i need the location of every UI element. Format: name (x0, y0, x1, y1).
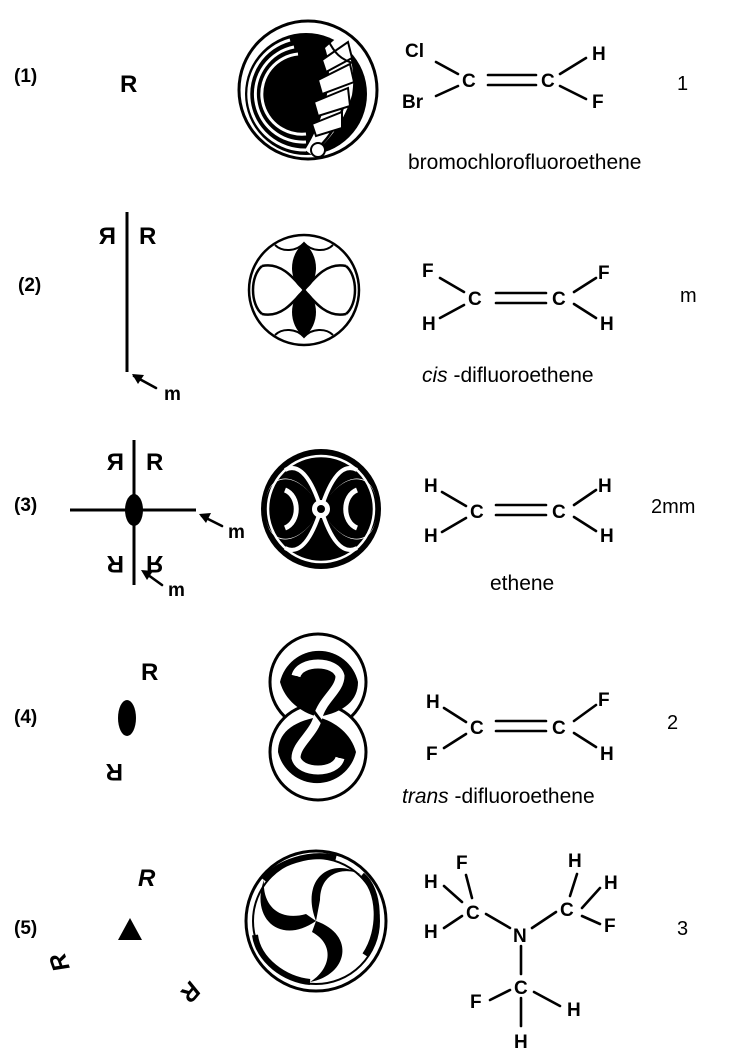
ornament-4 (268, 632, 368, 802)
mirror-label: m (168, 580, 185, 601)
atom-left-h2: H (424, 922, 438, 943)
ornament-3 (261, 449, 381, 569)
motif-r: R (141, 659, 158, 686)
symmetry-label: 3 (677, 918, 688, 940)
atom-n: N (513, 926, 527, 947)
atom-left-f: F (456, 853, 468, 874)
mirror-label: m (164, 384, 181, 405)
row-label: (5) (14, 918, 37, 939)
motif-r-rotated: R (106, 758, 123, 785)
atom-right-h1: H (568, 851, 582, 872)
atom-top-left: H (426, 692, 440, 713)
twofold-axis-symbol (125, 494, 143, 526)
row-3: (3) R R R R m m (14, 440, 695, 601)
atom-bottom-h1: H (567, 1000, 581, 1021)
row-4: (4) R R H F C C F H 2 (14, 632, 678, 808)
motif-r-mirrored-rotated: R (146, 550, 163, 577)
atom-bottom-left: Br (402, 92, 424, 113)
atom-right-c: C (552, 718, 566, 739)
molecule-1: Cl Br C C H F (402, 41, 606, 113)
motif-r-rotated: R (107, 550, 124, 577)
atom-right-f: F (604, 916, 616, 937)
motif-r-rotated-1: R (44, 949, 76, 975)
symmetry-label: 2 (667, 712, 678, 734)
symmetry-label: 1 (677, 73, 688, 95)
atom-bottom-h2: H (514, 1032, 528, 1053)
atom-top-left: F (422, 261, 434, 282)
molecule-2: F H C C F H (422, 261, 614, 335)
atom-top-left: H (424, 476, 438, 497)
atom-top-left: Cl (405, 41, 424, 62)
row-label: (4) (14, 707, 37, 728)
molecule-5: N C F H H C H H F C F H H (424, 851, 618, 1053)
compound-name: cis -difluoroethene (422, 364, 594, 387)
atom-top-right: F (598, 263, 610, 284)
row-label: (3) (14, 495, 37, 516)
compound-name: ethene (490, 572, 554, 595)
atom-left-c: C (466, 903, 480, 924)
atom-bottom-right: F (592, 92, 604, 113)
atom-bottom-f: F (470, 992, 482, 1013)
atom-right-c: C (552, 289, 566, 310)
atom-bottom-left: H (422, 314, 436, 335)
motif-r: R (146, 449, 163, 476)
compound-name: bromochlorofluoroethene (408, 151, 641, 174)
atom-top-right: H (592, 44, 606, 65)
row-5: (5) R R R N C F H H C H H F C F (14, 849, 688, 1053)
atom-bottom-left: F (426, 744, 438, 765)
ornament-2 (247, 233, 361, 347)
row-2: (2) R R m F H C C F H (18, 212, 697, 405)
atom-top-right: H (598, 476, 612, 497)
threefold-axis-symbol (118, 918, 142, 940)
row-label: (1) (14, 66, 37, 87)
atom-bottom-right: H (600, 314, 614, 335)
atom-right-c: C (552, 502, 566, 523)
twofold-axis-symbol (118, 700, 136, 736)
atom-bottom-c: C (514, 978, 528, 999)
symmetry-label: m (680, 285, 697, 307)
atom-left-c: C (470, 502, 484, 523)
ornament-1 (237, 19, 379, 161)
molecule-3: H H C C H H (424, 476, 614, 547)
atom-right-c: C (560, 900, 574, 921)
symmetry-label: 2mm (651, 496, 695, 518)
atom-right-c: C (541, 71, 555, 92)
ornament-5 (244, 849, 388, 993)
atom-left-c: C (462, 71, 476, 92)
motif-r-rotated-2: R (174, 976, 206, 1007)
atom-bottom-left: H (424, 526, 438, 547)
atom-left-c: C (470, 718, 484, 739)
motif-r: R (139, 223, 156, 250)
row-1: (1) R Cl Br C C H F (14, 19, 688, 174)
mirror-label: m (228, 522, 245, 543)
compound-name: trans -difluoroethene (402, 785, 595, 808)
atom-top-right: F (598, 690, 610, 711)
motif-r: R (120, 71, 137, 98)
molecule-4: H F C C F H (426, 690, 614, 765)
motif-r: R (138, 865, 156, 892)
atom-bottom-right: H (600, 526, 614, 547)
motif-r-mirrored: R (99, 223, 116, 250)
row-label: (2) (18, 275, 41, 296)
atom-bottom-right: H (600, 744, 614, 765)
atom-left-h1: H (424, 872, 438, 893)
motif-r-mirrored: R (107, 449, 124, 476)
atom-left-c: C (468, 289, 482, 310)
atom-right-h2: H (604, 873, 618, 894)
